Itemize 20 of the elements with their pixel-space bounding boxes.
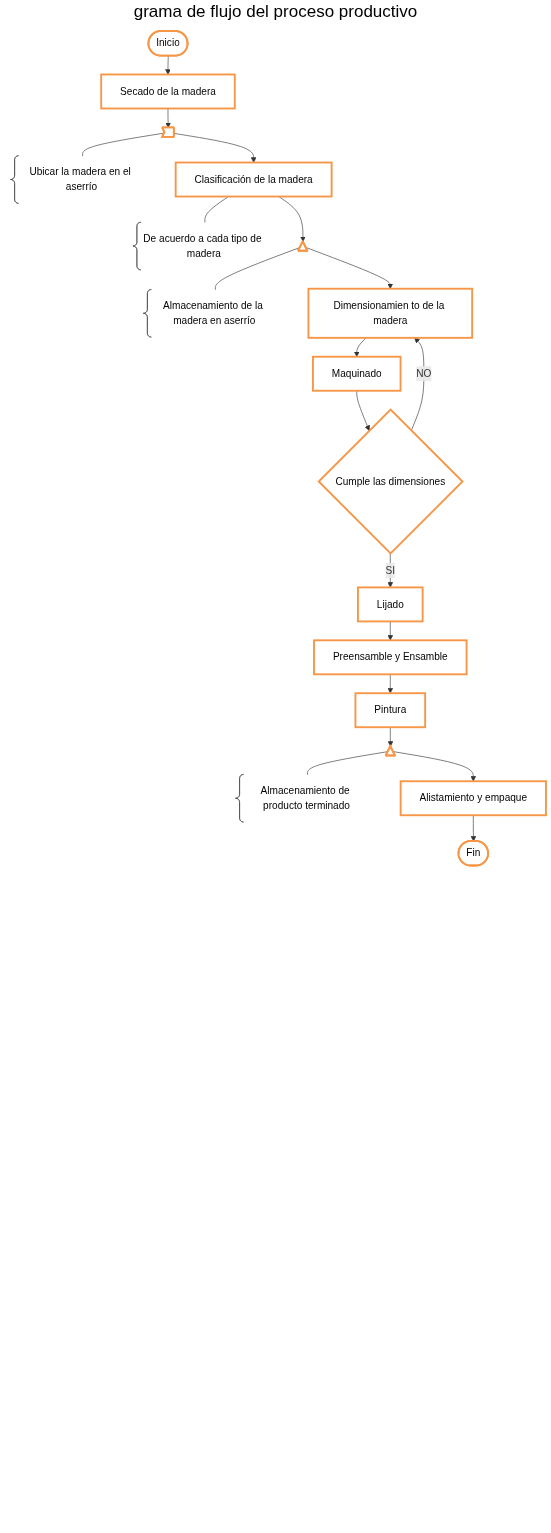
node-text: Almacenamiento de la madera en aserrío xyxy=(163,300,263,326)
connector xyxy=(82,132,165,157)
node-box: Maquinado xyxy=(311,355,402,392)
edge-label: SI xyxy=(385,564,396,576)
node-box: Alistamiento y empaque xyxy=(399,780,547,817)
node-text: De acuerdo a cada tipo de madera xyxy=(143,232,262,259)
connector xyxy=(204,196,229,223)
edge-label: NO xyxy=(416,368,432,379)
node-diamond: Cumple las dimensiones xyxy=(317,408,464,555)
node-box: Pintura xyxy=(354,692,427,729)
node-box: Clasificación de la madera xyxy=(174,161,333,198)
node-text: Ubicar la madera en el aserrío xyxy=(29,166,131,193)
node-box: Preensamble y Ensamble xyxy=(313,639,468,676)
connector xyxy=(307,751,389,776)
connector xyxy=(215,247,301,291)
node-box: Lijado xyxy=(357,586,424,623)
diagram-title: grama de flujo del proceso productivo xyxy=(133,2,418,22)
node-box: Dimensionamien to de la madera xyxy=(307,287,474,339)
node-box: Secado de la madera xyxy=(100,73,236,110)
node-text: Almacenamiento de producto terminado xyxy=(260,785,350,811)
